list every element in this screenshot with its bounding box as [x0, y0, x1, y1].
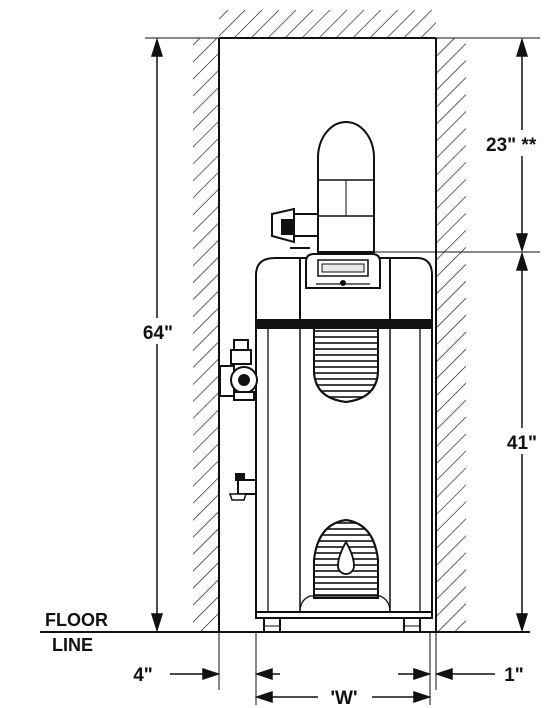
left-clearance-label: 4" [133, 665, 153, 686]
width-label: 'W' [331, 688, 358, 708]
unit-height-label: 41" [507, 433, 537, 454]
floor-label: FLOOR [45, 610, 108, 630]
line-label: LINE [52, 635, 93, 655]
right-foot [403, 617, 421, 633]
left-wall [193, 38, 219, 632]
water-drop-icon [337, 540, 355, 575]
ceiling [219, 10, 436, 38]
air-intake-fitting [271, 207, 319, 249]
extension-lines [145, 37, 540, 705]
right-clearance-label: 1" [504, 665, 524, 686]
top-clearance-label: 23" ** [486, 135, 537, 156]
height-total-label: 64" [143, 323, 173, 344]
drain-valve [228, 473, 257, 501]
lower-grille [313, 518, 379, 599]
control-panel [305, 253, 381, 289]
width-dimension-line [254, 690, 432, 704]
left-clearance-arrow [170, 667, 280, 681]
enclosure-outline [218, 37, 437, 632]
upper-grille [313, 327, 379, 404]
relief-valve [219, 339, 258, 401]
right-clearance-arrow [398, 667, 495, 681]
heater-base [255, 611, 433, 619]
left-foot [263, 617, 281, 633]
water-heater [219, 121, 433, 633]
right-wall [436, 38, 466, 632]
